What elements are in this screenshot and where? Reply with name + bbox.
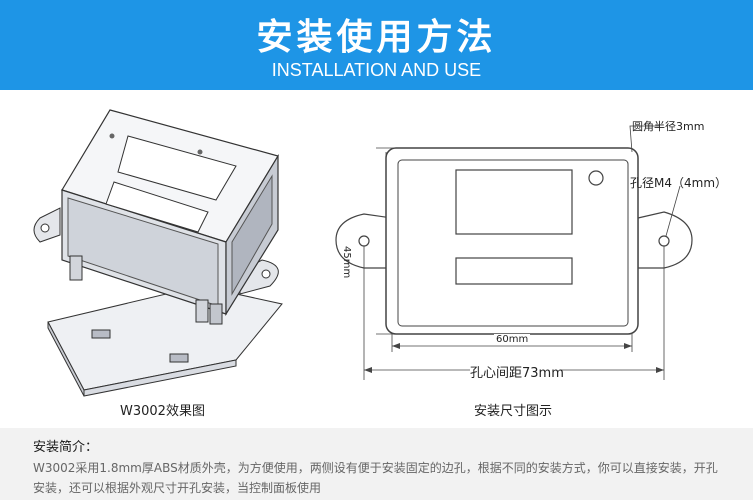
hole-spacing-label: 孔心间距73mm: [470, 366, 564, 381]
display-window-top: [455, 169, 573, 235]
dimension-figure: 圆角半径3mm 孔径M4（4mm） 45mm 60mm 孔心间距73mm 安装尺…: [330, 90, 753, 428]
corner-leader: [629, 125, 660, 153]
hole-diameter-label: 孔径M4（4mm）: [630, 176, 728, 190]
indicator-hole: [588, 170, 604, 186]
tab-left: [91, 329, 111, 339]
intro-title: 安装简介：: [33, 440, 99, 455]
leg-1: [69, 255, 83, 281]
width-arrow-left: [392, 343, 400, 349]
corner-radius-label: 圆角半径3mm: [632, 120, 705, 133]
height-label: 45mm: [341, 246, 352, 279]
leg-2: [195, 299, 209, 323]
mounting-hole-left: [40, 223, 50, 233]
base-plate-side: [47, 321, 85, 397]
indicator-dot: [109, 133, 115, 139]
product-3d-drawing: [33, 109, 283, 397]
page-title: 安装使用方法: [256, 17, 497, 58]
mounting-hole-right: [658, 235, 670, 247]
left-figure-caption: W3002效果图: [120, 404, 205, 419]
width-label: 60mm: [494, 334, 531, 345]
product-3d-figure: W3002效果图: [0, 90, 330, 428]
spacing-arrow-right: [656, 367, 664, 373]
mounting-hole-right: [261, 269, 271, 279]
tab-right: [169, 353, 189, 363]
right-figure-caption: 安装尺寸图示: [474, 404, 553, 419]
page-subtitle: INSTALLATION AND USE: [271, 60, 482, 80]
display-window-top: [117, 135, 237, 201]
display-window-bottom: [105, 181, 209, 233]
led-dot: [197, 149, 203, 155]
width-arrow-right: [624, 343, 632, 349]
dimension-drawing: [335, 125, 693, 380]
spacing-arrow-left: [364, 367, 372, 373]
leg-3: [209, 303, 223, 325]
header-banner: 安装使用方法 INSTALLATION AND USE: [0, 0, 753, 90]
hole-leader: [665, 185, 681, 237]
side-window: [231, 174, 273, 296]
display-window-bottom: [455, 257, 573, 285]
installation-intro: 安装简介： W3002采用1.8mm厚ABS材质外壳，为方便使用，两侧设有便于安…: [0, 428, 753, 500]
mounting-hole-left: [358, 235, 370, 247]
intro-body: W3002采用1.8mm厚ABS材质外壳，为方便使用，两侧设有便于安装固定的边孔…: [33, 461, 718, 495]
